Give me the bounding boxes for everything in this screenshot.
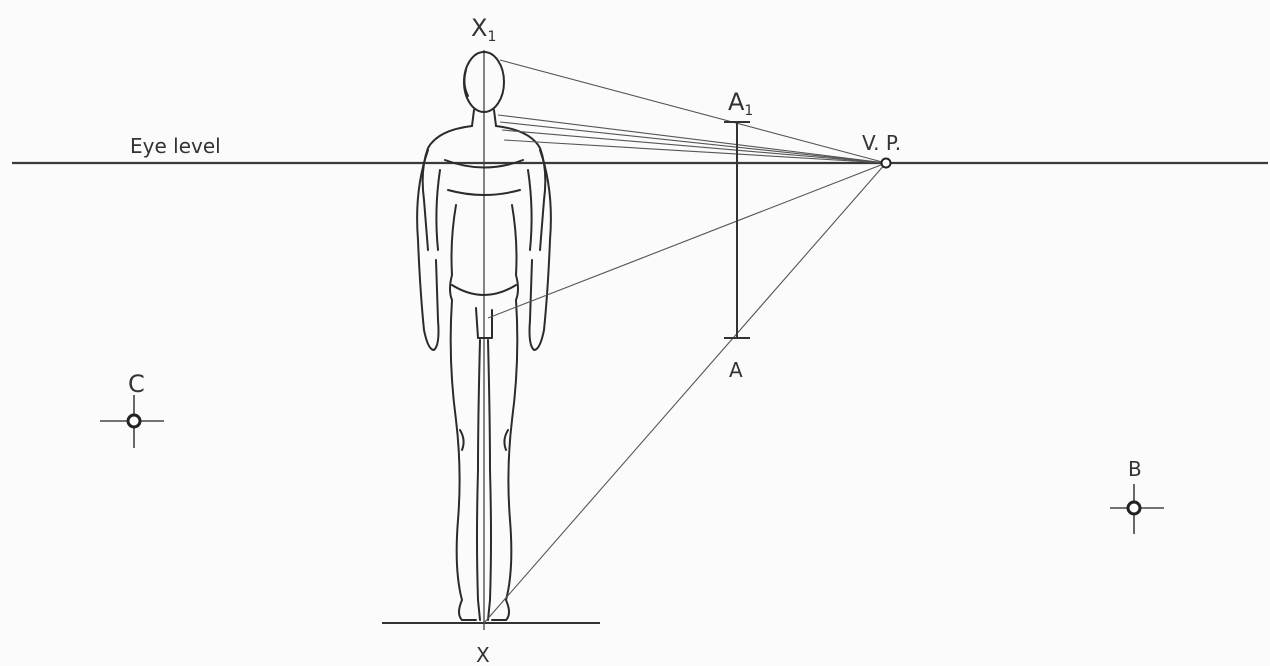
point-c-label: C <box>128 370 145 398</box>
vanishing-point-label: V. P. <box>862 131 901 155</box>
a1-label: A1 <box>728 88 753 119</box>
a-label: A <box>729 358 743 382</box>
point-b-label: B <box>1128 457 1142 481</box>
x-label: X <box>476 643 490 666</box>
point-c-marker <box>100 395 164 448</box>
point-b-marker <box>1110 484 1164 534</box>
perspective-lines <box>484 60 886 623</box>
vanishing-point-marker <box>882 159 891 168</box>
x1-label: X1 <box>471 14 496 45</box>
eye-level-label: Eye level <box>130 134 221 158</box>
